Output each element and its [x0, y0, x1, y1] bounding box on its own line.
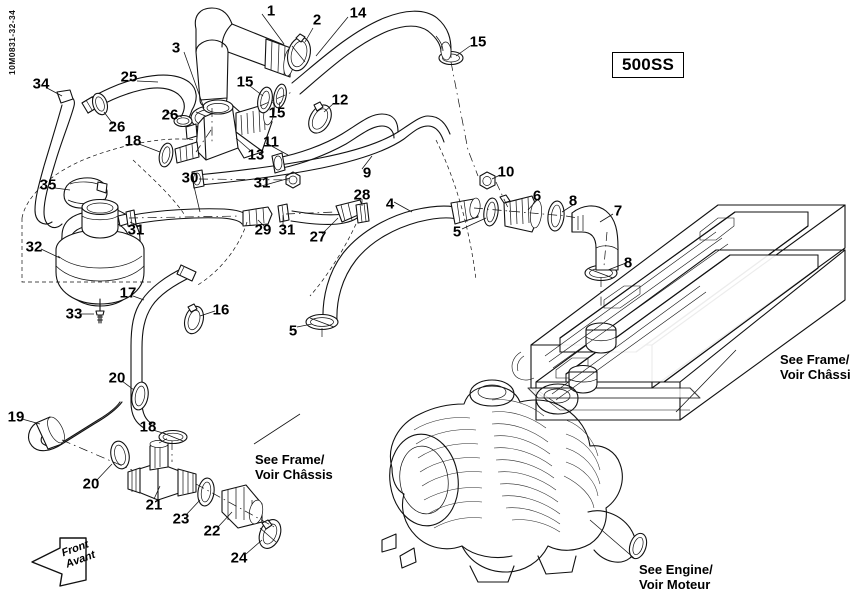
part-34-tube	[34, 89, 75, 229]
part-31-nut	[285, 171, 301, 189]
callout-5: 5	[452, 223, 462, 241]
callout-leaders	[21, 13, 737, 559]
callout-15: 15	[469, 33, 487, 51]
part-19-hose	[27, 401, 123, 452]
callout-18: 18	[139, 418, 157, 436]
note-frame-left-line2: Voir Châssis	[255, 467, 333, 483]
note-frame-right: See Frame/Voir Châssis	[780, 352, 850, 383]
callout-27: 27	[309, 228, 327, 246]
part-26-clamp-a	[91, 92, 109, 116]
callout-14: 14	[349, 4, 367, 22]
part-5-clamp-b	[305, 313, 339, 331]
part-11-hose	[271, 113, 399, 174]
note-frame-right-line2: Voir Châssis	[780, 367, 850, 383]
callout-4: 4	[385, 195, 395, 213]
part-2-clamp	[287, 33, 311, 72]
note-engine-line1: See Engine/	[639, 562, 713, 577]
part-5-clamp-a	[483, 197, 499, 227]
part-4-hose	[322, 197, 481, 323]
callout-5: 5	[288, 322, 298, 340]
part-15-oring-b	[273, 83, 287, 109]
part-10-fitting	[479, 171, 496, 190]
engine-assembly	[381, 379, 648, 583]
part-29-connector	[242, 206, 273, 227]
part-16-clamp	[183, 303, 205, 335]
callout-16: 16	[212, 301, 230, 319]
callout-26: 26	[108, 118, 126, 136]
part-8-ring-a	[547, 200, 565, 232]
callout-3: 3	[171, 39, 181, 57]
part-18-oring-a	[158, 142, 174, 168]
assembly-axes	[61, 46, 608, 529]
callout-7: 7	[613, 202, 623, 220]
callout-20: 20	[82, 475, 100, 493]
callout-29: 29	[254, 221, 272, 239]
callout-6: 6	[532, 187, 542, 205]
part-24-cap	[258, 519, 282, 549]
part-26-clamp-b	[173, 114, 193, 128]
callout-8: 8	[623, 254, 633, 272]
part-18-oring-b	[158, 429, 188, 445]
callout-34: 34	[32, 75, 50, 93]
hidden-guides	[21, 138, 477, 297]
callout-32: 32	[25, 238, 43, 256]
part-14-hose	[291, 10, 452, 95]
callout-9: 9	[362, 164, 372, 182]
callout-1: 1	[266, 2, 276, 20]
callout-17: 17	[119, 284, 137, 302]
callout-26: 26	[161, 106, 179, 124]
note-engine-line2: Voir Moteur	[639, 577, 711, 593]
callout-24: 24	[230, 549, 248, 567]
part-31-fitting-b	[277, 203, 290, 223]
callout-15: 15	[236, 73, 254, 91]
front-arrow-shape	[31, 537, 87, 587]
callout-22: 22	[203, 522, 221, 540]
part-28-clip	[355, 202, 370, 224]
part-6-connector	[499, 194, 543, 233]
callout-25: 25	[120, 68, 138, 86]
part-23-ring	[197, 477, 215, 507]
part-13-thermostat-housing	[174, 99, 275, 164]
callout-8: 8	[568, 192, 578, 210]
part-15-oring-a	[257, 86, 273, 114]
part-21-tee	[127, 440, 197, 501]
note-frame-right-line1: See Frame/	[780, 352, 850, 367]
callout-31: 31	[127, 221, 145, 239]
callout-18: 18	[124, 132, 142, 150]
note-engine: See Engine/Voir Moteur	[639, 562, 713, 593]
part-17-hose	[130, 264, 197, 429]
note-frame-left: See Frame/Voir Châssis	[255, 452, 333, 483]
callout-13: 13	[247, 146, 265, 164]
callout-30: 30	[181, 169, 199, 187]
note-frame-left-line1: See Frame/	[255, 452, 325, 467]
callout-20: 20	[108, 369, 126, 387]
model-badge: 500SS	[612, 52, 685, 78]
part-33-screw	[95, 298, 105, 324]
callout-33: 33	[65, 305, 83, 323]
callout-31: 31	[278, 221, 296, 239]
callout-15: 15	[268, 104, 286, 122]
callout-23: 23	[172, 510, 190, 528]
callout-28: 28	[353, 186, 371, 204]
callout-10: 10	[497, 163, 515, 181]
part-20-clamp-b	[110, 440, 130, 470]
callout-21: 21	[145, 496, 163, 514]
callout-31: 31	[253, 174, 271, 192]
callout-11: 11	[263, 133, 279, 151]
callout-2: 2	[312, 11, 322, 29]
radiator-assembly	[511, 204, 846, 421]
callout-12: 12	[331, 91, 349, 109]
callout-19: 19	[7, 408, 25, 426]
part-20-clamp-a	[131, 381, 149, 411]
part-22-sleeve	[221, 484, 264, 529]
part-7-hose	[571, 205, 619, 271]
part-12-clamp	[308, 101, 332, 134]
callout-35: 35	[39, 176, 57, 194]
